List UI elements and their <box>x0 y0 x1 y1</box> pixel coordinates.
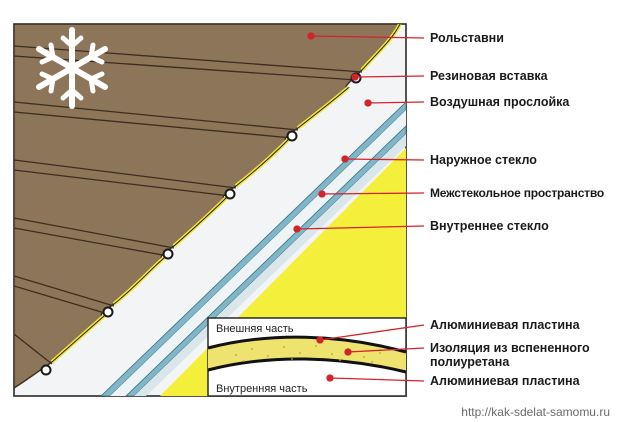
label-interpane-space: Межстекольное пространство <box>430 186 605 200</box>
leader-lines <box>293 32 425 382</box>
inset-aluminium-inner <box>207 357 407 374</box>
inset-inner-side-label: Внутренняя часть <box>216 383 308 395</box>
panel-detail-inset: Внешняя часть Внутренняя часть <box>207 317 407 397</box>
label-air-layer: Воздушная прослойка <box>430 95 570 109</box>
interpane-space <box>110 110 406 396</box>
snowflake-icon <box>36 27 108 109</box>
rubber-insert-outline <box>51 24 401 363</box>
outer-glass-pane <box>100 101 406 396</box>
label-aluminium-plate-bottom: Алюминиевая пластина <box>430 374 580 388</box>
inset-outer-side-label: Внешняя часть <box>216 323 294 335</box>
label-rubber-insert: Резиновая вставка <box>430 69 548 83</box>
label-aluminium-plate-top: Алюминиевая пластина <box>430 318 580 332</box>
label-shutters: Рольставни <box>430 31 504 45</box>
inset-aluminium-outer <box>207 335 407 354</box>
shutter-slat-lines <box>14 45 363 365</box>
label-inner-glass: Внутреннее стекло <box>430 219 549 233</box>
label-insulation-line1: Изоляция из вспененного <box>430 341 590 355</box>
glass-frame-strip <box>134 134 406 396</box>
watermark-url: http://kak-sdelat-samomu.ru <box>461 405 610 419</box>
label-outer-glass: Наружное стекло <box>430 153 537 167</box>
label-insulation-line2: полиуретана <box>430 355 510 369</box>
